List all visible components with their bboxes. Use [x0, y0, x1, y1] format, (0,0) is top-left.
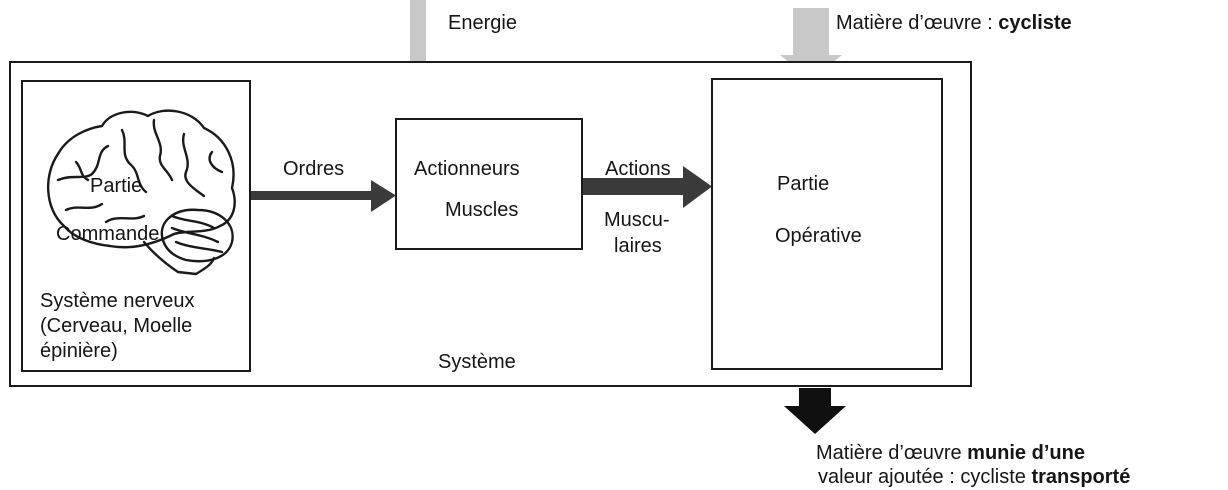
actions-arrow	[583, 166, 712, 208]
actuators-box	[395, 118, 583, 250]
brain-icon	[47, 109, 236, 276]
output-line2: valeur ajoutée : cycliste transporté	[818, 465, 1130, 489]
nervous-system-line1: Système nerveux	[40, 290, 195, 312]
operative-part-box	[711, 78, 943, 370]
output-line2-b: transporté	[1031, 466, 1131, 488]
output-line2-a: valeur ajoutée : cycliste	[818, 466, 1032, 488]
matter-input-prefix: Matière d’œuvre :	[836, 12, 999, 34]
operative-part-line2: Opérative	[775, 225, 862, 247]
orders-label: Ordres	[283, 158, 345, 180]
nervous-system-line2: (Cerveau, Moelle	[40, 315, 193, 337]
matter-input-value: cycliste	[998, 12, 1072, 34]
actions-line3: laires	[614, 235, 662, 257]
actions-line2: Muscu-	[604, 209, 670, 231]
output-line1-b: munie d’une	[967, 442, 1085, 464]
matter-input-label: Matière d’œuvre : cycliste	[836, 11, 1072, 35]
output-line1-a: Matière d’œuvre	[816, 442, 968, 464]
actuators-line1: Actionneurs	[414, 158, 520, 180]
actions-line1: Actions	[605, 158, 671, 180]
system-label: Système	[438, 351, 516, 373]
command-part-line1: Partie	[90, 175, 143, 197]
orders-arrow	[251, 180, 396, 212]
nervous-system-line3: épinière)	[40, 340, 118, 362]
output-arrow	[784, 388, 846, 434]
operative-part-line1: Partie	[777, 173, 830, 195]
command-part-line2: Commande	[56, 223, 160, 245]
actuators-line2: Muscles	[445, 199, 519, 221]
output-line1: Matière d’œuvre munie d’une	[816, 441, 1085, 465]
energy-label: Energie	[448, 12, 517, 34]
